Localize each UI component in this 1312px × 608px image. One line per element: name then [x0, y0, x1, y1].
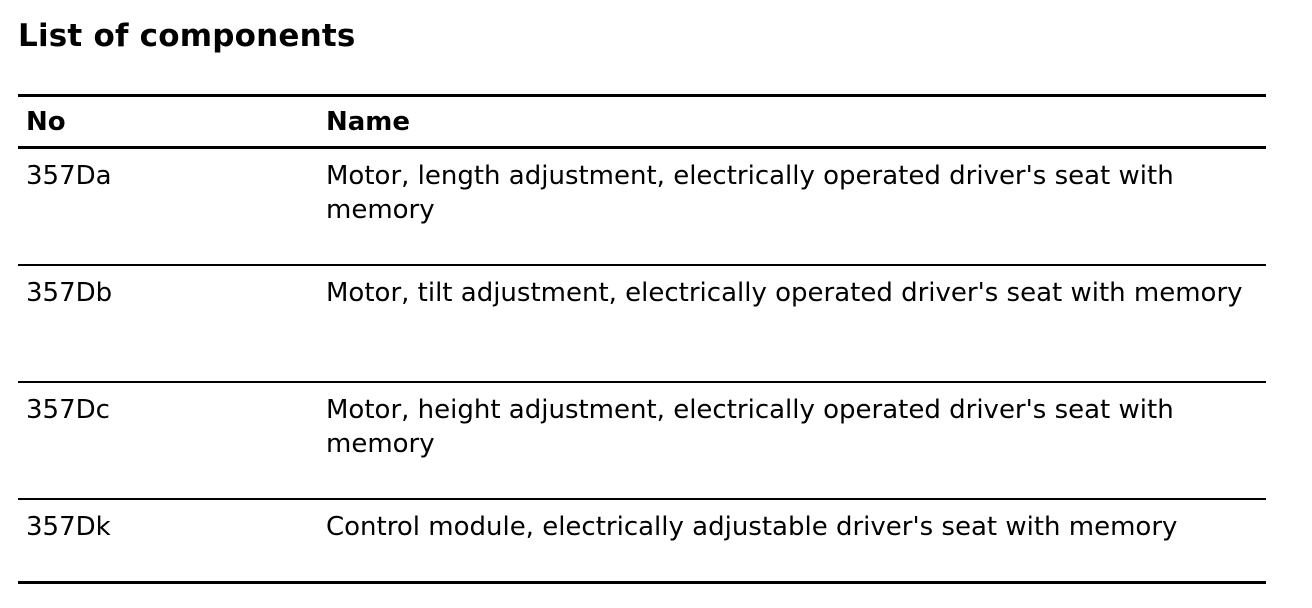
component-number: 357Dc	[18, 381, 318, 500]
component-name: Motor, height adjustment, electrically o…	[318, 381, 1266, 500]
page-title: List of components	[18, 18, 356, 54]
table-row: 357Dc Motor, height adjustment, electric…	[18, 381, 1266, 500]
column-header-no: No	[18, 94, 318, 149]
table-row: 357Dk Control module, electrically adjus…	[18, 498, 1266, 584]
column-header-name: Name	[318, 94, 1266, 149]
component-number: 357Da	[18, 147, 318, 266]
table-header-row: No Name	[18, 94, 1266, 149]
table-row: 357Da Motor, length adjustment, electric…	[18, 147, 1266, 266]
table-row: 357Db Motor, tilt adjustment, electrical…	[18, 264, 1266, 383]
component-name: Control module, electrically adjustable …	[318, 498, 1266, 584]
components-table: No Name 357Da Motor, length adjustment, …	[18, 94, 1266, 584]
component-name: Motor, tilt adjustment, electrically ope…	[318, 264, 1266, 383]
component-name: Motor, length adjustment, electrically o…	[318, 147, 1266, 266]
component-number: 357Dk	[18, 498, 318, 584]
component-number: 357Db	[18, 264, 318, 383]
